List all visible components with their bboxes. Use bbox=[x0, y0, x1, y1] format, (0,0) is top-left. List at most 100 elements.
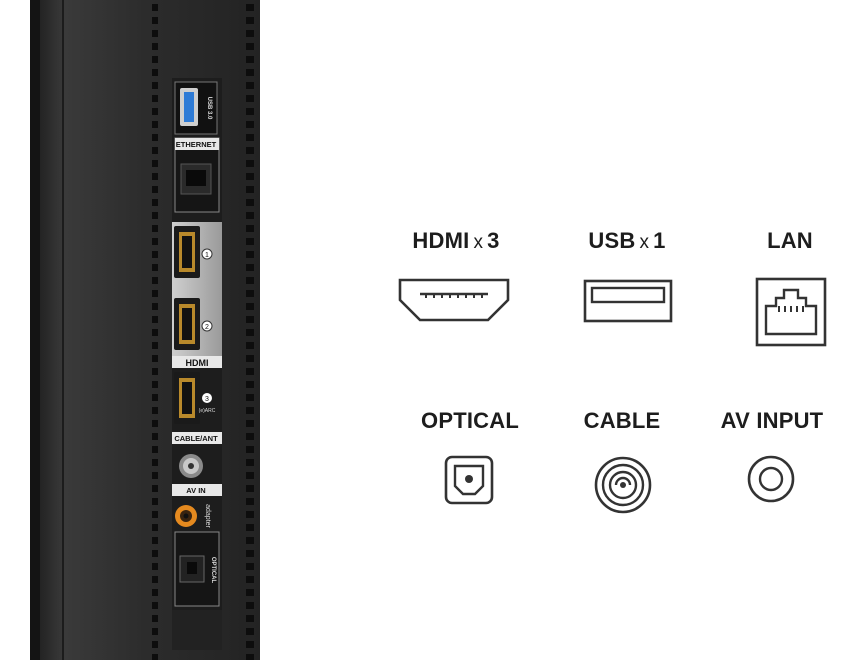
hdmi-times: x bbox=[473, 232, 484, 253]
vent-slot bbox=[152, 17, 158, 24]
vent-slot bbox=[152, 511, 158, 518]
vent-slot bbox=[246, 342, 254, 349]
vent-slot bbox=[152, 485, 158, 492]
vent-slot bbox=[152, 134, 158, 141]
adapter-label: adapter bbox=[204, 504, 211, 528]
vent-slot bbox=[246, 160, 254, 167]
vent-slot bbox=[152, 654, 158, 660]
vent-slot bbox=[246, 615, 254, 622]
av-jack-icon bbox=[747, 455, 795, 503]
vent-slot bbox=[246, 433, 254, 440]
vent-slot bbox=[152, 628, 158, 635]
vent-slot bbox=[246, 173, 254, 180]
vent-slot bbox=[246, 303, 254, 310]
vent-slot bbox=[152, 238, 158, 245]
optical-port-block: OPTICAL bbox=[410, 408, 530, 434]
vent-slot bbox=[246, 394, 254, 401]
optical-label: OPTICAL bbox=[210, 557, 216, 584]
optical-icon bbox=[444, 455, 494, 505]
vent-slot bbox=[246, 485, 254, 492]
vent-slot bbox=[246, 381, 254, 388]
vent-slot bbox=[246, 420, 254, 427]
vent-slot bbox=[152, 459, 158, 466]
vent-slot bbox=[246, 108, 254, 115]
vent-slot bbox=[246, 17, 254, 24]
optical-port: OPTICAL bbox=[174, 531, 220, 607]
vent-slot bbox=[246, 524, 254, 531]
vent-slot bbox=[152, 433, 158, 440]
vent-slot bbox=[152, 4, 158, 11]
vent-slot bbox=[246, 199, 254, 206]
hdmi-2-label: 2 bbox=[205, 324, 209, 331]
vent-slot bbox=[246, 225, 254, 232]
av-input-port-title: AV INPUT bbox=[720, 408, 824, 433]
vent-slot bbox=[152, 290, 158, 297]
vent-slot bbox=[246, 56, 254, 63]
av-in-label: AV IN bbox=[186, 486, 205, 495]
hdmi-1-label: 1 bbox=[205, 252, 209, 259]
hdmi-logo-label: HDMI bbox=[186, 358, 209, 368]
vent-slot bbox=[152, 303, 158, 310]
vent-slot bbox=[152, 589, 158, 596]
vent-slot bbox=[246, 654, 254, 660]
vent-slot bbox=[246, 316, 254, 323]
vent-slot bbox=[152, 329, 158, 336]
vent-slot bbox=[246, 628, 254, 635]
vent-slot bbox=[152, 199, 158, 206]
usb-count: 1 bbox=[653, 228, 666, 253]
vent-slot bbox=[152, 394, 158, 401]
vent-slot bbox=[246, 563, 254, 570]
vent-slot bbox=[152, 160, 158, 167]
vent-slot bbox=[246, 238, 254, 245]
vent-slot bbox=[152, 82, 158, 89]
vent-slot bbox=[152, 173, 158, 180]
vent-slot bbox=[246, 355, 254, 362]
vent-slot bbox=[152, 615, 158, 622]
vent-slot bbox=[152, 407, 158, 414]
vent-slot bbox=[246, 69, 254, 76]
cable-port-block: CABLE bbox=[572, 408, 672, 434]
vent-slot bbox=[152, 472, 158, 479]
usb-port: USB 3.0 bbox=[174, 81, 218, 135]
hdmi-3-port: 3 (e)ARC bbox=[174, 372, 216, 424]
ethernet-icon bbox=[755, 277, 827, 347]
ethernet-label: ETHERNET bbox=[176, 140, 217, 149]
av-jack: adapter bbox=[175, 504, 211, 529]
vent-slot bbox=[152, 251, 158, 258]
av-input-port-block: AV INPUT bbox=[708, 408, 836, 434]
optical-port-title: OPTICAL bbox=[421, 408, 519, 433]
vent-slot bbox=[246, 459, 254, 466]
hdmi-icon bbox=[398, 278, 510, 322]
cable-port-title: CABLE bbox=[583, 408, 661, 433]
vent-slot bbox=[246, 264, 254, 271]
vent-slot bbox=[246, 30, 254, 37]
ethernet-port: ETHERNET bbox=[174, 137, 220, 213]
lan-port-block: LAN bbox=[748, 228, 832, 254]
usb-icon bbox=[583, 279, 673, 323]
vent-slot bbox=[152, 368, 158, 375]
vent-slot bbox=[246, 290, 254, 297]
vent-slot bbox=[152, 446, 158, 453]
vent-slot bbox=[152, 69, 158, 76]
vent-slot bbox=[246, 147, 254, 154]
vent-slot bbox=[152, 95, 158, 102]
vent-slot bbox=[152, 498, 158, 505]
vent-slots bbox=[152, 4, 158, 660]
hdmi-name: HDMI bbox=[412, 228, 470, 253]
vent-slot bbox=[152, 277, 158, 284]
vent-slot bbox=[152, 316, 158, 323]
vent-slot bbox=[152, 563, 158, 570]
vent-slot bbox=[152, 355, 158, 362]
vent-slot bbox=[246, 212, 254, 219]
usb-label: USB 3.0 bbox=[206, 97, 212, 120]
vent-slot bbox=[152, 212, 158, 219]
vent-slot bbox=[246, 472, 254, 479]
vent-slot bbox=[246, 498, 254, 505]
hdmi-count: 3 bbox=[487, 228, 500, 253]
vent-slot bbox=[246, 511, 254, 518]
vent-slot bbox=[246, 82, 254, 89]
vent-slot bbox=[152, 147, 158, 154]
vent-slot bbox=[246, 368, 254, 375]
